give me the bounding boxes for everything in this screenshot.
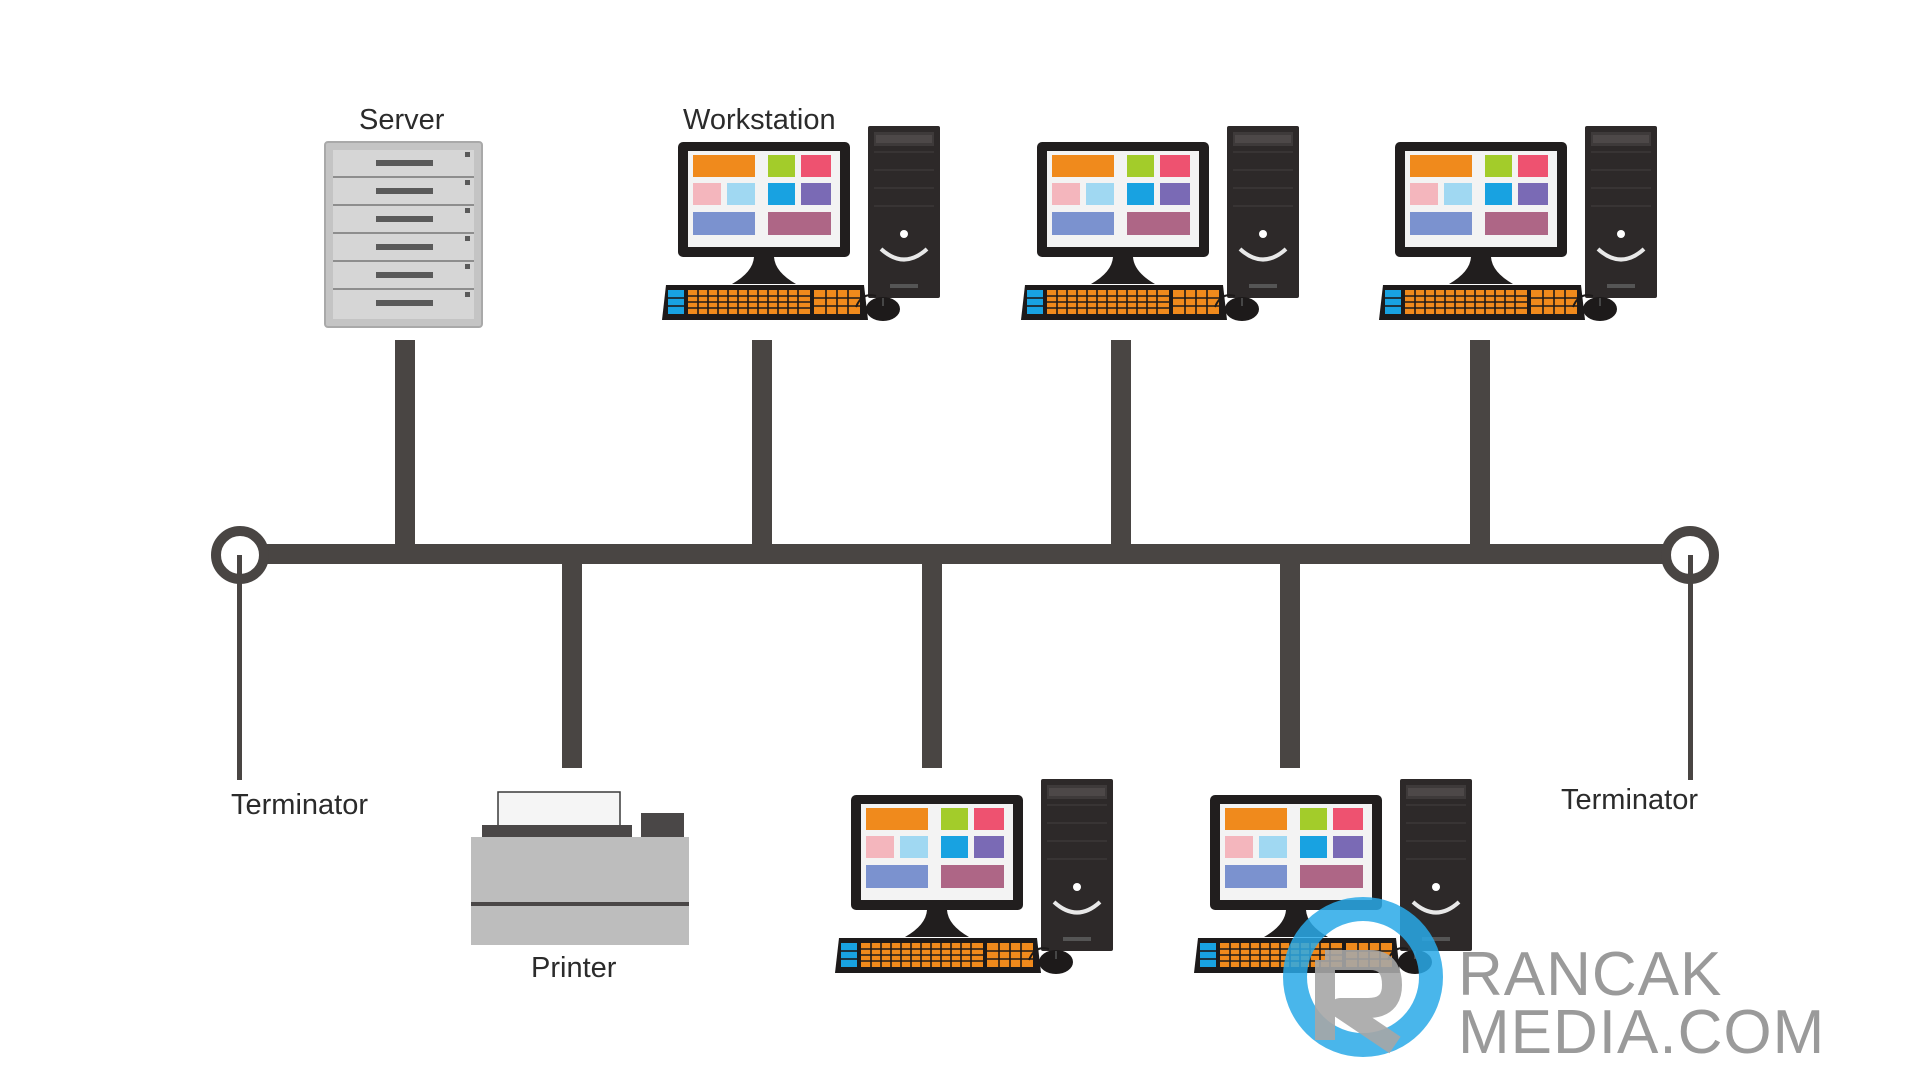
drop-printer xyxy=(562,562,582,768)
workstation-2-icon xyxy=(1019,124,1301,323)
workstation-1-icon xyxy=(660,124,942,323)
watermark-line-1: RANCAK xyxy=(1458,940,1723,1009)
drop-server xyxy=(395,340,415,546)
terminator-left-label: Terminator xyxy=(231,789,368,821)
drop-workstation-3 xyxy=(1470,340,1490,546)
drop-workstation-2 xyxy=(1111,340,1131,546)
terminator-right-label: Terminator xyxy=(1561,784,1698,816)
bus-backbone xyxy=(240,544,1700,564)
workstation-3-icon xyxy=(1377,124,1659,323)
printer-label: Printer xyxy=(531,952,617,984)
workstation-label: Workstation xyxy=(683,104,836,136)
drop-workstation-1 xyxy=(752,340,772,546)
drop-workstation-5 xyxy=(1280,562,1300,768)
workstation-4-icon xyxy=(833,777,1115,976)
printer-icon xyxy=(471,791,689,945)
server-icon xyxy=(324,141,483,328)
terminator-right xyxy=(1661,526,1719,780)
watermark-line-2: MEDIA.COM xyxy=(1458,998,1826,1067)
server-label: Server xyxy=(359,104,445,136)
drop-workstation-4 xyxy=(922,562,942,768)
terminator-left xyxy=(211,526,269,780)
rancak-media-logo xyxy=(1283,897,1443,1057)
